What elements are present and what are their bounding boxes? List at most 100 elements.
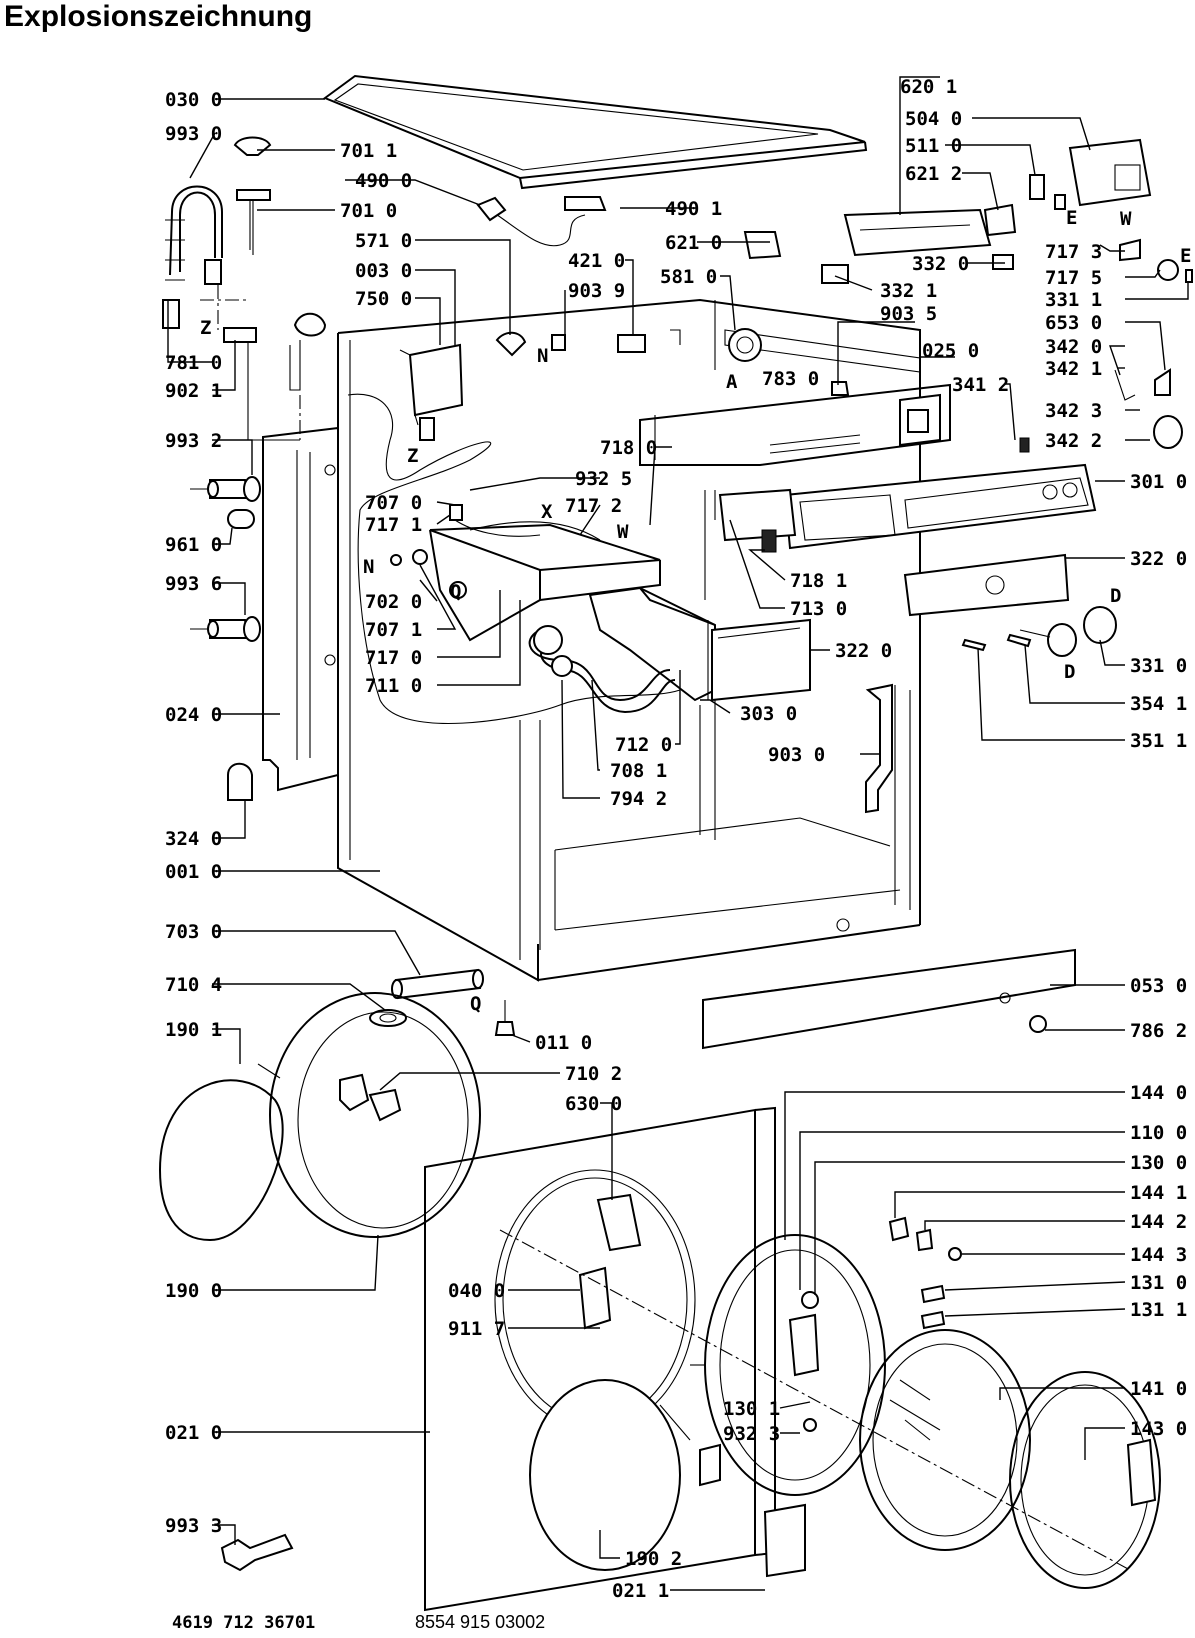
label-903-9: 903 9 <box>568 280 625 302</box>
label-141-0: 141 0 <box>1130 1378 1187 1400</box>
label-332-0: 332 0 <box>912 253 969 275</box>
label-110-0: 110 0 <box>1130 1122 1187 1144</box>
label-190-0: 190 0 <box>165 1280 222 1302</box>
part-number: 8554 915 03002 <box>415 1612 545 1632</box>
control-panel <box>783 463 1097 550</box>
label-710-4: 710 4 <box>165 974 222 996</box>
label-011-0: 011 0 <box>535 1032 592 1054</box>
label-702-0: 702 0 <box>365 591 422 613</box>
label-902-1: 902 1 <box>165 380 222 402</box>
right-labels: 717 3 717 5 331 1 653 0 342 0 342 1 342 … <box>1045 241 1187 1440</box>
top-lid <box>322 74 866 180</box>
label-571-0: 571 0 <box>355 230 412 252</box>
label-341-2: 341 2 <box>952 374 1009 396</box>
label-993-3: 993 3 <box>165 1515 222 1537</box>
label-786-2: 786 2 <box>1130 1020 1187 1042</box>
mark-q-1: Q <box>450 581 461 603</box>
letter-marks: Z Z N N A X W W E E D D Q Q <box>200 207 1191 1015</box>
mark-w-1: W <box>617 521 629 543</box>
label-324-0: 324 0 <box>165 828 222 850</box>
label-717-3: 717 3 <box>1045 241 1102 263</box>
label-021-0: 021 0 <box>165 1422 222 1444</box>
mark-x: X <box>541 501 553 523</box>
inlet-hoses <box>162 185 300 441</box>
door-window <box>859 1329 1031 1551</box>
footer: 4619 712 36701 8554 915 03002 <box>172 1612 545 1633</box>
label-143-0: 143 0 <box>1130 1418 1187 1440</box>
label-351-1: 351 1 <box>1130 730 1187 752</box>
label-718-0: 718 0 <box>600 437 657 459</box>
label-303-0: 303 0 <box>740 703 797 725</box>
label-342-1: 342 1 <box>1045 358 1102 380</box>
control-panel-frame <box>639 383 951 466</box>
label-717-5: 717 5 <box>1045 267 1102 289</box>
label-707-0: 707 0 <box>365 492 422 514</box>
label-332-1: 332 1 <box>880 280 937 302</box>
label-621-2: 621 2 <box>905 163 962 185</box>
label-717-0: 717 0 <box>365 647 422 669</box>
label-717-2: 717 2 <box>565 495 622 517</box>
label-701-1: 701 1 <box>340 140 397 162</box>
label-001-0: 001 0 <box>165 861 222 883</box>
label-030-0: 030 0 <box>165 89 222 111</box>
label-511-0: 511 0 <box>905 135 962 157</box>
mark-w-2: W <box>1120 208 1132 230</box>
label-718-1: 718 1 <box>790 570 847 592</box>
page-title: Explosionszeichnung <box>4 0 313 33</box>
label-993-2: 993 2 <box>165 430 222 452</box>
label-130-1: 130 1 <box>723 1398 780 1420</box>
label-932-5: 932 5 <box>575 468 632 490</box>
inner-labels: 701 1 490 0 701 0 571 0 003 0 750 0 421 … <box>340 76 1009 1602</box>
label-144-0: 144 0 <box>1130 1082 1187 1104</box>
mark-q-2: Q <box>470 993 481 1015</box>
label-342-0: 342 0 <box>1045 336 1102 358</box>
mark-n-1: N <box>537 345 548 367</box>
label-190-2: 190 2 <box>625 1548 682 1570</box>
outer-door <box>1009 1371 1161 1589</box>
door-ring <box>690 1234 886 1496</box>
mark-d-1: D <box>1110 585 1121 607</box>
mark-a: A <box>726 371 738 393</box>
label-703-0: 703 0 <box>165 921 222 943</box>
label-301-0: 301 0 <box>1130 471 1187 493</box>
label-144-1: 144 1 <box>1130 1182 1187 1204</box>
parts-drawing <box>158 74 1193 1612</box>
label-707-1: 707 1 <box>365 619 422 641</box>
label-131-0: 131 0 <box>1130 1272 1187 1294</box>
label-708-1: 708 1 <box>610 760 667 782</box>
label-710-2: 710 2 <box>565 1063 622 1085</box>
label-025-0: 025 0 <box>922 340 979 362</box>
mark-z-1: Z <box>200 317 211 339</box>
label-144-2: 144 2 <box>1130 1211 1187 1233</box>
left-labels: 030 0 993 0 781 0 902 1 993 2 961 0 993 … <box>165 89 222 1537</box>
label-932-3: 932 3 <box>723 1423 780 1445</box>
mark-n-2: N <box>363 556 374 578</box>
detergent-dispenser <box>390 504 811 714</box>
label-144-3: 144 3 <box>1130 1244 1187 1266</box>
label-130-0: 130 0 <box>1130 1152 1187 1174</box>
label-783-0: 783 0 <box>762 368 819 390</box>
label-781-0: 781 0 <box>165 352 222 374</box>
mark-d-2: D <box>1064 661 1075 683</box>
drum-front <box>158 992 481 1242</box>
foot-screws <box>190 476 261 642</box>
label-713-0: 713 0 <box>790 598 847 620</box>
label-581-0: 581 0 <box>660 266 717 288</box>
label-993-0: 993 0 <box>165 123 222 145</box>
mark-e-1: E <box>1066 207 1077 229</box>
electrical-components <box>821 138 1193 453</box>
label-354-1: 354 1 <box>1130 693 1187 715</box>
label-322-0: 322 0 <box>1130 548 1187 570</box>
drawing-number: 4619 712 36701 <box>172 1613 315 1633</box>
label-903-0: 903 0 <box>768 744 825 766</box>
label-190-1: 190 1 <box>165 1019 222 1041</box>
label-653-0: 653 0 <box>1045 312 1102 334</box>
label-993-6: 993 6 <box>165 573 222 595</box>
label-712-0: 712 0 <box>615 734 672 756</box>
label-131-1: 131 1 <box>1130 1299 1187 1321</box>
label-701-0: 701 0 <box>340 200 397 222</box>
label-331-1: 331 1 <box>1045 289 1102 311</box>
label-630-0: 630 0 <box>565 1093 622 1115</box>
label-322-0-drawer: 322 0 <box>835 640 892 662</box>
